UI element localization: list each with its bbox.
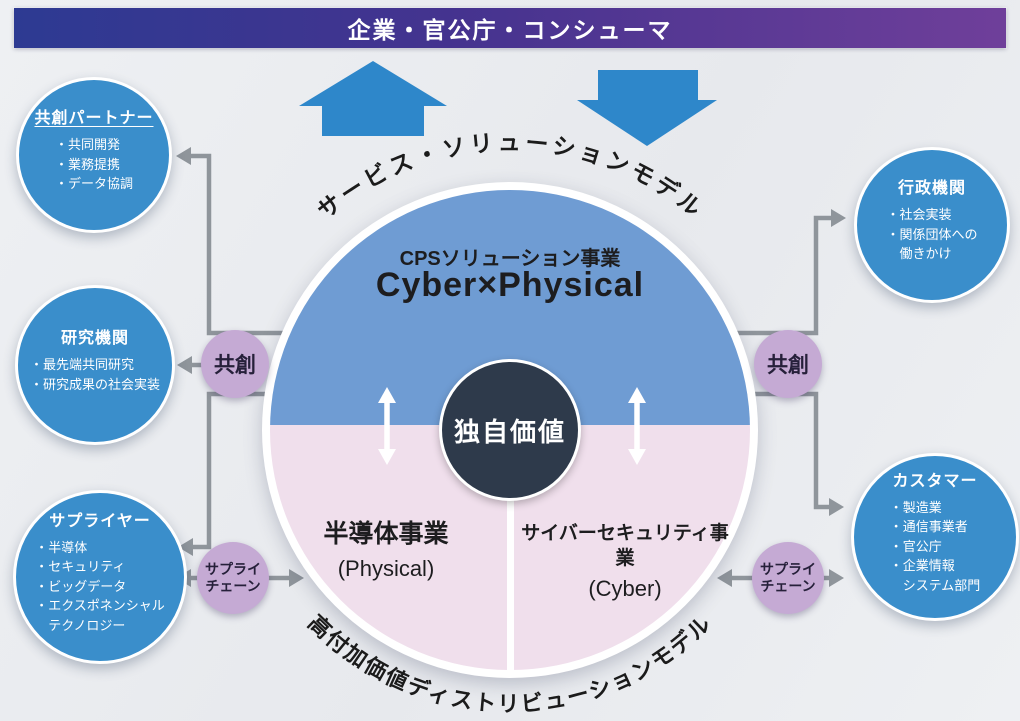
bullet-dot: ・	[29, 376, 43, 392]
kyoso-partner-items: ・ 共同開発 ・ 業務提携 ・ データ協調	[55, 135, 133, 194]
bullet-dot: ・	[35, 598, 49, 614]
list-item-text: ビッグデータ	[48, 578, 127, 594]
bullet-dot: ・	[889, 499, 903, 515]
list-item-text: 企業情報 システム部門	[902, 558, 981, 593]
semiconductor-business-block: 半導体事業 (Physical)	[280, 518, 492, 582]
bullet-dot: ・	[35, 578, 49, 594]
bullet-dot: ・	[35, 539, 49, 555]
list-item-text: 業務提携	[68, 156, 121, 172]
list-item: ・ 通信事業者	[890, 517, 981, 537]
list-item-text: 通信事業者	[902, 519, 968, 535]
list-item: ・ 製造業	[890, 498, 981, 518]
cps-business-subtitle: CPSソリューション事業	[399, 248, 621, 270]
gyosei-kikan-items: ・ 社会実装 ・ 関係団体への 働きかけ	[886, 205, 977, 264]
gyosei-kikan-title: 行政機関	[897, 180, 966, 198]
arrowhead-kenkyu-kikan	[177, 356, 192, 374]
customer-items: ・ 製造業 ・ 通信事業者 ・ 官公庁 ・ 企業情報 システム部門	[890, 498, 981, 596]
bullet-dot: ・	[889, 538, 903, 554]
list-item-text: 官公庁	[902, 538, 942, 554]
list-item: ・ 半導体	[35, 538, 165, 558]
unique-value-label: 独自価値	[453, 416, 566, 447]
list-item: ・ 関係団体への 働きかけ	[886, 225, 977, 264]
bullet-dot: ・	[29, 357, 43, 372]
bullet-dot: ・	[886, 207, 900, 223]
list-item: ・ 社会実装	[886, 205, 977, 225]
list-item-text: 製造業	[902, 499, 942, 515]
arrowhead-kyoso-partner	[176, 147, 191, 165]
customer-title: カスタマー	[892, 472, 978, 490]
partner-circle-kyoso-partner: 共創パートナー ・ 共同開発 ・ 業務提携 ・ データ協調	[16, 77, 172, 233]
list-item: ・ データ協調	[55, 174, 133, 194]
list-item-text: エクスポネンシャル テクノロジー	[48, 598, 165, 633]
supply-chain-badge-left: サプライ チェーン	[197, 542, 269, 614]
list-item: ・ 業務提携	[55, 155, 133, 175]
bullet-dot: ・	[54, 176, 68, 192]
cyber-physical-title: Cyber×Physical	[375, 266, 645, 304]
bullet-dot: ・	[889, 519, 903, 535]
flow-arrow-down-icon	[577, 70, 717, 146]
co-creation-badge-left: 共創	[201, 330, 269, 398]
list-item: ・ 最先端共同研究	[30, 355, 160, 375]
arrowhead-customer	[829, 498, 844, 516]
list-item: ・ 官公庁	[890, 537, 981, 557]
flow-arrow-up-icon	[299, 61, 447, 136]
supplier-title: サプライヤー	[49, 512, 151, 530]
list-item: ・ 企業情報 システム部門	[890, 556, 981, 595]
list-item: ・ セキュリティ	[35, 557, 165, 577]
unique-value-circle: 独自価値	[439, 359, 581, 501]
list-item-text: データ協調	[68, 176, 134, 192]
partner-circle-customer: カスタマー ・ 製造業 ・ 通信事業者 ・ 官公庁 ・ 企業情報 システム部門	[851, 453, 1019, 621]
bullet-dot: ・	[54, 137, 68, 153]
list-item-text: 社会実装	[899, 207, 952, 223]
partner-circle-kenkyu-kikan: 研究機関 ・ 最先端共同研究 ・ 研究成果の社会実装	[15, 285, 175, 445]
kenkyu-kikan-items: ・ 最先端共同研究 ・ 研究成果の社会実装	[30, 355, 160, 394]
list-item-text: セキュリティ	[48, 559, 126, 575]
security-title: サイバーセキュリティ事業	[521, 523, 729, 569]
top-banner: 企業・官公庁・コンシューマ	[14, 8, 1006, 48]
security-subtitle: (Cyber)	[588, 576, 662, 602]
kyoso-partner-title: 共創パートナー	[34, 110, 154, 128]
bullet-dot: ・	[886, 226, 900, 242]
list-item-text: 研究成果の社会実装	[43, 376, 161, 392]
co-creation-badge-right: 共創	[754, 330, 822, 398]
bullet-dot: ・	[54, 156, 68, 172]
security-business-block: サイバーセキュリティ事業 (Cyber)	[512, 522, 738, 602]
bullet-dot: ・	[35, 559, 49, 575]
kenkyu-kikan-title: 研究機関	[60, 330, 129, 347]
list-item-text: 最先端共同研究	[43, 357, 135, 372]
list-item-text: 半導体	[48, 539, 88, 555]
banner-title: 企業・官公庁・コンシューマ	[347, 17, 673, 43]
hub-circle: CPSソリューション事業 Cyber×Physical 半導体事業 (Physi…	[262, 182, 758, 678]
arrowhead-gyosei-kikan	[831, 209, 846, 227]
semiconductor-subtitle: (Physical)	[337, 555, 435, 581]
partner-circle-gyosei-kikan: 行政機関 ・ 社会実装 ・ 関係団体への 働きかけ	[854, 147, 1010, 303]
partner-circle-supplier: サプライヤー ・ 半導体 ・ セキュリティ ・ ビッグデータ ・ エクスポネンシ…	[13, 490, 187, 664]
list-item: ・ エクスポネンシャル テクノロジー	[35, 596, 165, 635]
arrowhead-supply-right-out	[829, 569, 844, 587]
bullet-dot: ・	[889, 558, 903, 574]
supply-chain-badge-right: サプライ チェーン	[752, 542, 824, 614]
supplier-items: ・ 半導体 ・ セキュリティ ・ ビッグデータ ・ エクスポネンシャル テクノロ…	[35, 538, 165, 636]
list-item-text: 共同開発	[68, 137, 121, 153]
list-item-text: 関係団体への 働きかけ	[899, 226, 978, 262]
list-item: ・ 研究成果の社会実装	[30, 375, 160, 395]
list-item: ・ ビッグデータ	[35, 577, 165, 597]
semiconductor-title: 半導体事業	[323, 520, 449, 548]
list-item: ・ 共同開発	[55, 135, 133, 155]
